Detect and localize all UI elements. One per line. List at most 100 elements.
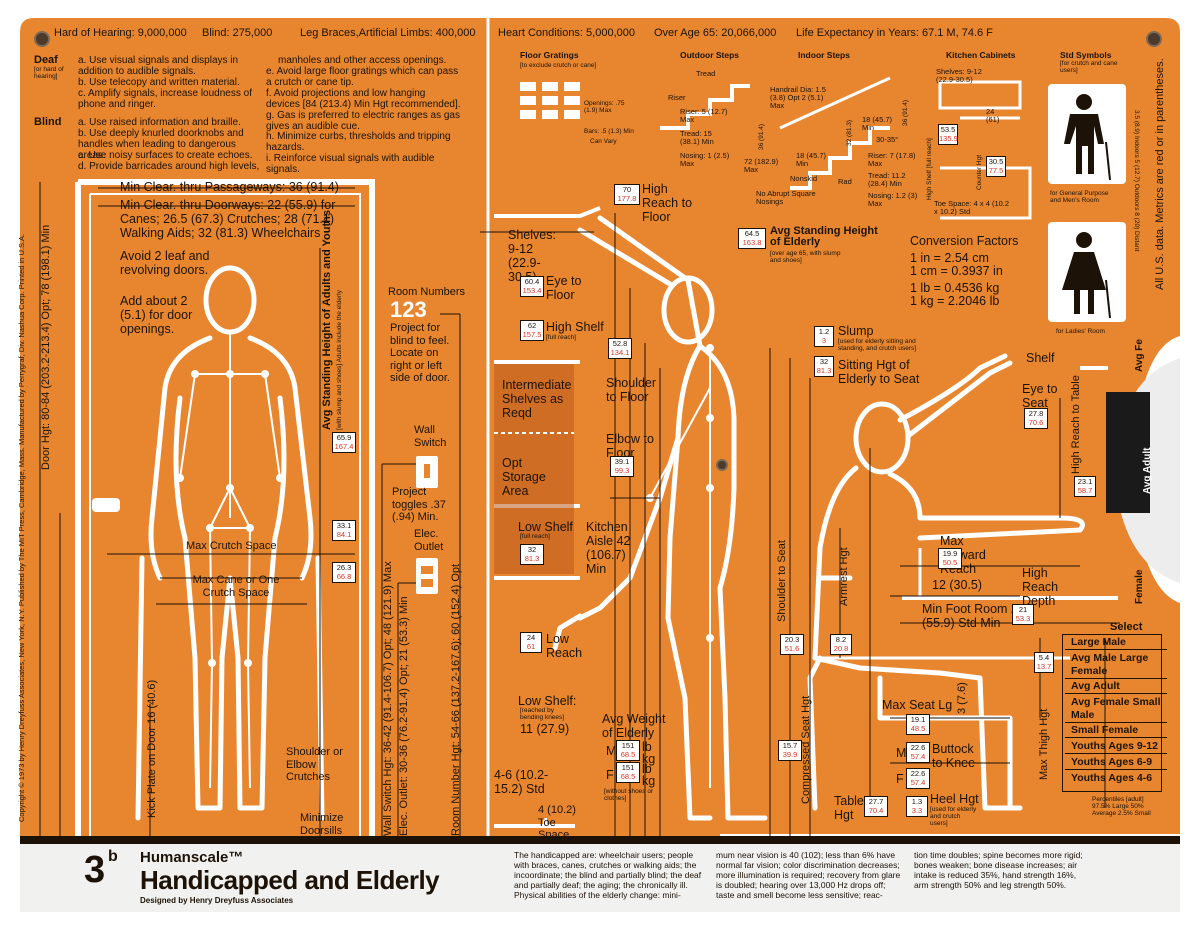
select-large-male[interactable]: Large Male (1065, 636, 1167, 650)
slump: Slump (838, 324, 874, 338)
seated-m: M (896, 746, 907, 760)
kick-plate: Kick Plate on Door 16 (40.6) (146, 679, 158, 818)
select-table (1062, 634, 1162, 792)
door-handle (92, 498, 120, 512)
blind-item-a: a. Use raised information and braille. (78, 117, 241, 128)
cont-item-h: h. Minimize curbs, thresholds and trippi… (266, 131, 451, 153)
select-title: Select (1110, 621, 1143, 633)
outdoor-riser-val: Riser: 5 (12.7) Max (680, 107, 728, 124)
armrest-hgt: Armrest Hgt (838, 547, 850, 606)
room-number-hgt: Room Number Hgt: 54-66 (137.2-167.6); 60… (450, 563, 462, 836)
kitchen-high-shelf: High Shelf [full reach] (926, 138, 933, 200)
weight-kg: kg (642, 752, 656, 766)
footer-number: 3 (84, 849, 106, 891)
footer-paragraph-2: mum near vision is 40 (102); less than 6… (716, 850, 901, 900)
indoor-18b: 18 (45.7) Min (862, 115, 893, 132)
room-numbers: Room Numbers (388, 286, 466, 298)
max-thigh-hgt: Max Thigh Hgt (1038, 708, 1050, 780)
low-shelf-2-val: 11 (27.9) (520, 722, 570, 736)
high-shelf-sub: [full reach] (546, 334, 576, 341)
weight-kg-f: kg (642, 774, 656, 788)
side-figure (552, 215, 768, 821)
kitchen-shelves: Shelves: 9-12 (22.9-30.5) (936, 67, 982, 84)
deaf-title: Deaf (34, 54, 58, 66)
blind-item-b: b. Use deeply knurled doorknobs and hand… (78, 128, 244, 161)
header-over-65: Over Age 65: 20,066,000 (654, 27, 777, 39)
high-reach-to-floor: High Reach to Floor (642, 182, 693, 224)
seated-figure (807, 353, 1085, 811)
header-hard-of-hearing: Hard of Hearing: 9,000,000 (54, 27, 187, 39)
indoor-no-abrupt: No Abrupt Square Nosings (756, 189, 816, 206)
min-foot-room: Min Foot Room 22 (55.9) Std Min (922, 602, 1025, 630)
deaf-item-a: a. Use visual signals and displays in ad… (78, 55, 239, 77)
cont-item-f: f. Avoid projections and low hanging dev… (266, 88, 461, 110)
select-small-female[interactable]: Small Female (1065, 724, 1167, 738)
high-reach-depth: High Reach Depth (1022, 566, 1059, 608)
deaf-item-c: c. Amplify signals, increase loudness of… (78, 88, 252, 110)
shelf-label: Shelf (1026, 351, 1055, 365)
min-clear-doorways: Min Clear. thru Doorways: 22 (55.9) for … (120, 198, 336, 240)
outdoor-tread-val: Tread: 15 (38.1) Min (680, 129, 714, 146)
weight-lb-f: lb (642, 762, 652, 776)
indoor-tread2: Tread: 11.2 (28.4) Min (868, 171, 906, 188)
shoulder-to-seat: Shoulder to Seat (776, 540, 788, 622)
minimize-doorsills: Minimize Doorsills (300, 812, 344, 837)
dist-12: 12 (30.5) (932, 578, 983, 592)
heel-hgt: Heel Hgt (930, 792, 979, 806)
cont-item-i: i. Reinforce visual signals with audible… (266, 153, 435, 175)
screw-top-left (34, 31, 50, 47)
deaf-item-b: b. Use telecopy and written material. (78, 77, 240, 88)
dist-3: 3 (7.6) (956, 682, 968, 714)
gratings-bars: Bars: .5 (1.3) Min (584, 128, 634, 135)
avg-standing-adults: Avg Standing Height of Adults and Youths (321, 210, 333, 430)
outdoor-riser: Riser (668, 93, 686, 102)
select-youths-4-6[interactable]: Youths Ages 4-6 (1071, 772, 1153, 784)
low-shelf-2-sub: [reached by bending knees] (520, 707, 565, 721)
header-heart: Heart Conditions: 5,000,000 (498, 27, 635, 39)
footer-rule (20, 836, 1180, 844)
floor-gratings-sub: [to exclude crutch or cane] (520, 62, 597, 69)
wall-switch-hgt: Wall Switch Hgt: 36-42 (91.4-106.7) Opt;… (382, 561, 394, 836)
max-seat-lg: Max Seat Lg (882, 698, 953, 712)
avg-standing-elderly-sub: [over age 65, with slump and shoes] (770, 250, 841, 264)
select-avg-adult[interactable]: Avg Adult (1065, 680, 1167, 694)
high-shelf: High Shelf (546, 320, 604, 334)
high-reach-table: High Reach to Table (1070, 375, 1082, 474)
slump-sub: [used for elderly sitting and standing, … (838, 338, 917, 352)
elec-outlet-hgt: Elec. Outlet: 30-36 (76.2-91.4) Opt; 21 … (398, 596, 410, 836)
floor-gratings-title: Floor Gratings (520, 50, 579, 60)
select-avg-female[interactable]: Avg Female Small Male (1065, 696, 1167, 723)
weight-f: F (606, 768, 614, 782)
sitting-hgt: Sitting Hgt of Elderly to Seat (838, 358, 920, 386)
screw-top-right (1146, 31, 1162, 47)
select-youths-6-9[interactable]: Youths Ages 6-9 (1065, 756, 1167, 770)
indoor-steps (790, 126, 890, 190)
indoor-deg: 30-35° (876, 135, 899, 144)
blind-item-d: d. Provide barricades around high levels… (78, 161, 260, 172)
room-123: 123 (390, 297, 427, 322)
max-crutch-space: Max Crutch Space (186, 540, 277, 552)
select-avg-male[interactable]: Avg Male Large Female (1065, 652, 1167, 679)
select-youths-9-12[interactable]: Youths Ages 9-12 (1065, 740, 1167, 754)
deaf-sub: [or hard of hearing] (34, 66, 64, 80)
indoor-steps-title: Indoor Steps (798, 50, 850, 60)
kitchen-aisle: Kitchen Aisle 42 (106.7) Min (586, 520, 631, 576)
conversion-row-2: 1 cm = 0.3937 in (910, 264, 1003, 278)
header-life-expectancy: Life Expectancy in Years: 67.1 M, 74.6 F (796, 27, 993, 39)
